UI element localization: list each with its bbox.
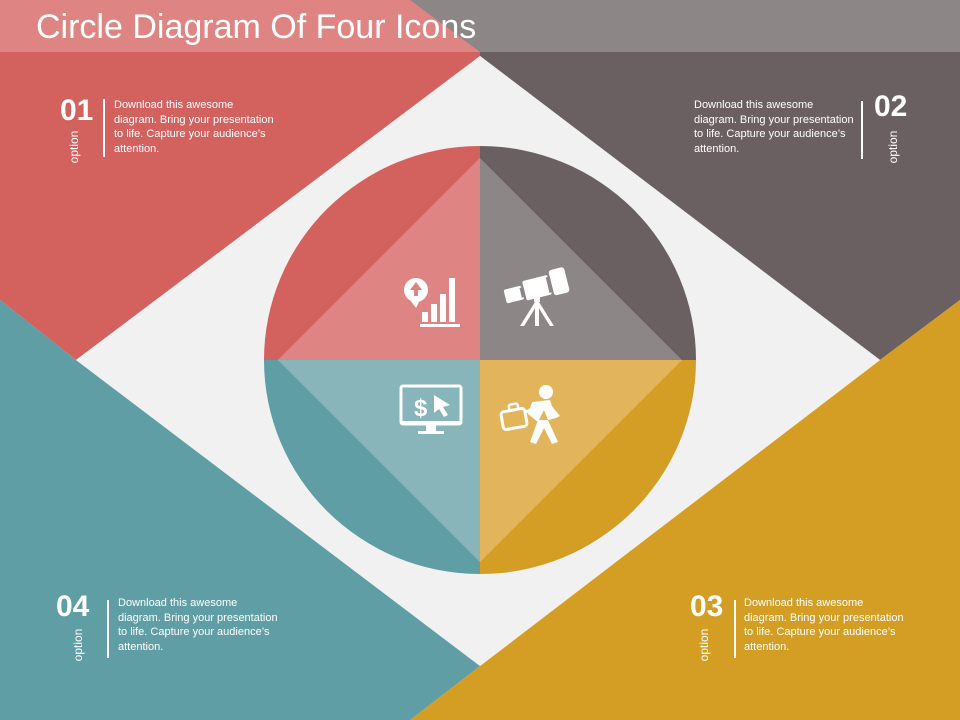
option-word: option	[886, 130, 900, 164]
header-bar-red-segment	[0, 0, 480, 52]
option-divider	[103, 99, 105, 157]
svg-text:$: $	[414, 395, 428, 422]
option-description: Download this awesome diagram. Bring you…	[694, 99, 854, 155]
telescope-icon	[503, 267, 570, 326]
businessman-briefcase-icon	[499, 385, 560, 444]
quadrant-02-shape	[480, 52, 960, 360]
quadrant-03-shape	[410, 300, 960, 720]
quadrant-04-shape	[0, 300, 480, 720]
monitor-dollar-icon: $	[399, 384, 463, 434]
option-number: 03	[690, 590, 724, 623]
option-word: option	[71, 628, 85, 662]
bar-chart-upload-icon	[404, 278, 460, 327]
inner-triangle-01	[278, 158, 480, 360]
page-title: Circle Diagram Of Four Icons	[36, 8, 477, 46]
option-divider	[107, 600, 109, 658]
option-number: 02	[874, 90, 908, 123]
option-description: Download this awesome diagram. Bring you…	[114, 99, 274, 155]
quadrant-01-shape	[0, 52, 480, 360]
option-description: Download this awesome diagram. Bring you…	[744, 597, 904, 653]
option-divider	[734, 600, 736, 658]
option-word: option	[67, 130, 81, 164]
option-description: Download this awesome diagram. Bring you…	[118, 597, 278, 653]
option-word: option	[697, 628, 711, 662]
option-number: 01	[60, 94, 94, 127]
inner-triangle-04	[278, 360, 480, 562]
option-divider	[861, 101, 863, 159]
option-number: 04	[56, 590, 90, 623]
